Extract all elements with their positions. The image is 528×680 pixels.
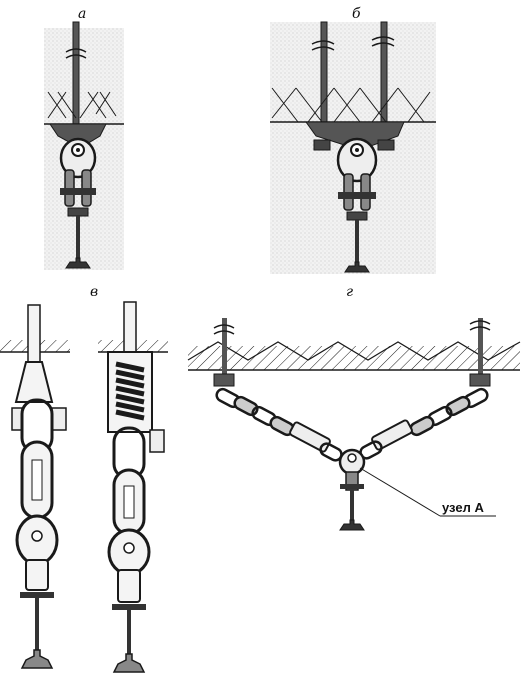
panel-g-rail	[339, 519, 365, 531]
panel-v-left-rod	[27, 304, 41, 366]
panel-v-right-assembly	[98, 301, 168, 673]
panel-a-shackle-ring	[59, 137, 97, 179]
panel-v-right-hanger	[127, 610, 131, 654]
panel-g: г	[187, 284, 521, 531]
panel-v-label: в	[90, 284, 98, 300]
panel-g-ceiling	[187, 341, 521, 371]
panel-b-rail	[344, 261, 370, 273]
panel-g-anchor-right	[469, 373, 491, 387]
panel-b-nut-left	[313, 139, 331, 151]
panel-g-chain-right	[359, 387, 489, 460]
panel-g-callout-text: узел А	[442, 500, 484, 515]
panel-b-nut-right	[377, 139, 395, 151]
panel-g-anchor-left	[213, 373, 235, 387]
panel-v: в	[0, 284, 168, 673]
panel-b-clamp-bolt	[338, 192, 376, 199]
panel-g-turnbuckle-left	[289, 421, 331, 453]
panel-a-break-mark	[65, 48, 87, 59]
panel-a-plate	[49, 123, 107, 149]
panel-v-left-rail	[20, 649, 54, 669]
panel-v-right-clamp	[117, 569, 141, 603]
panel-g-hanger-rod	[350, 490, 354, 524]
panel-b-rod-left	[320, 21, 328, 133]
panel-g-callout-leader	[359, 467, 441, 517]
panel-b-rod-right	[380, 21, 388, 133]
panel-g-node-a	[338, 448, 366, 531]
panel-v-left-clamp	[25, 559, 49, 591]
panel-a-hanger-rod	[76, 216, 80, 260]
panel-v-right-nut	[149, 429, 165, 453]
panel-g-turnbuckle-right	[371, 419, 413, 451]
panel-b-break-marks	[311, 36, 395, 51]
panel-a-nut	[67, 207, 89, 217]
panel-v-spring	[115, 361, 145, 421]
panel-g-label: г	[346, 284, 353, 300]
panel-a-clamp-bolt	[60, 188, 96, 195]
panel-g-rod-right	[478, 318, 483, 378]
panel-b-nut	[346, 211, 368, 221]
panel-b: б	[270, 6, 436, 274]
panel-v-left-hanger	[35, 598, 39, 650]
panel-g-rod-left	[222, 318, 227, 378]
panel-v-left-turnbuckle	[14, 361, 54, 403]
panel-g-chain-left	[215, 387, 343, 462]
panel-b-label: б	[352, 6, 361, 22]
panel-a: а	[44, 6, 124, 270]
panel-v-right-rail	[112, 653, 146, 673]
panel-b-hanger-rod	[355, 220, 359, 264]
panel-v-left-nut-right	[51, 407, 67, 431]
panel-a-rail	[65, 257, 91, 269]
panel-v-left-assembly	[0, 304, 70, 669]
panel-a-label: а	[78, 6, 86, 22]
panel-b-shackle-ring	[336, 137, 378, 183]
